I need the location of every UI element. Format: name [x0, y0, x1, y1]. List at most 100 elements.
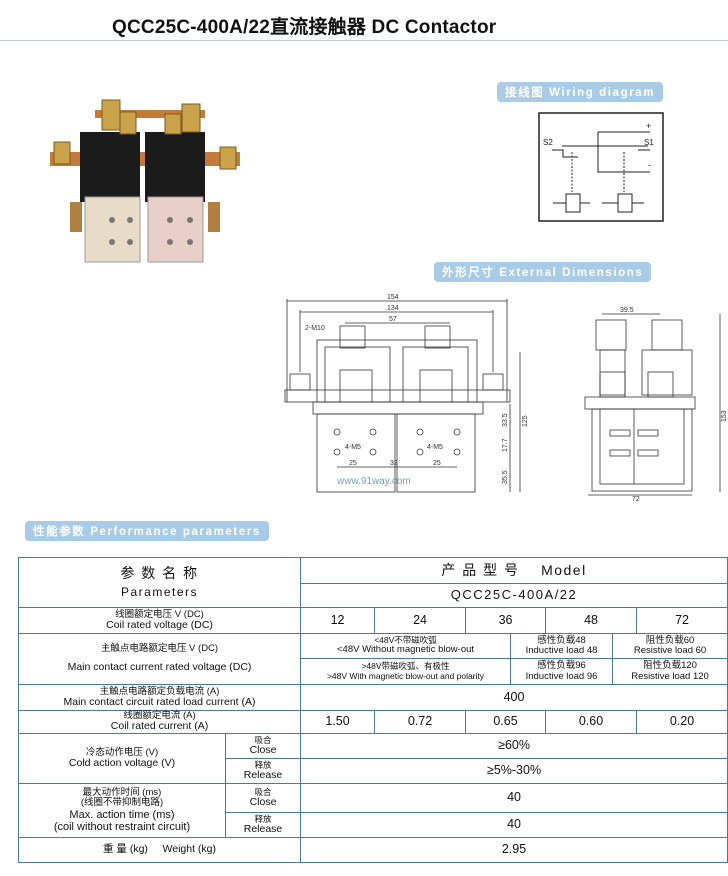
load-current-value: 400	[300, 684, 728, 711]
coil-current-label: 线圈额定电流 (A)Coil rated current (A)	[17, 710, 302, 734]
title-divider	[0, 40, 728, 41]
dim-39-5: 39.5	[620, 307, 634, 314]
table-row: 最大动作时间 (ms) (线圈不带抑制电路) Max. action time …	[18, 783, 728, 838]
load-current-en: Main contact circuit rated load current …	[63, 695, 256, 708]
table-row: 主触点电路额定电压 V (DC) Main contact current rat…	[17, 633, 728, 685]
table-row: 参 数 名 称 Parameters 产 品 型 号 Model	[17, 557, 728, 608]
action-close-value: 40	[300, 783, 728, 813]
plus-label: +	[646, 121, 651, 131]
weight-label: 重 量 (kg) Weight (kg)	[17, 837, 302, 863]
performance-table: 参 数 名 称 Parameters 产 品 型 号 Model QCC25C-…	[17, 557, 728, 863]
side-dimension-drawing: 39.5 153 72	[584, 307, 728, 502]
row2-b-cn: 感性负载96	[537, 660, 586, 672]
external-dimensions-heading: 外形尺寸 External Dimensions	[434, 262, 652, 282]
main-voltage-row2-a: >48V带磁吹弧、有极性>48V With magnetic blow-out …	[300, 658, 512, 685]
coil-current-24v: 0.72	[374, 710, 467, 734]
dim-17-7: 17.7	[502, 438, 509, 452]
parameters-header-cn: 参 数 名 称	[120, 565, 199, 582]
coil-current-72v: 0.20	[636, 710, 728, 734]
coil-voltage-cn: 线圈额定电压 V (DC)	[115, 608, 204, 620]
coil-voltage-label: 线圈额定电压 V (DC)Coil rated voltage (DC)	[17, 607, 302, 634]
action-close-en: Close	[249, 795, 277, 808]
cold-voltage-en: Cold action voltage (V)	[68, 756, 176, 769]
product-photo	[50, 99, 240, 263]
action-time-en2: (coil without restraint circuit)	[53, 820, 191, 833]
table-row: 线圈额定电压 V (DC)Coil rated voltage (DC) 12 …	[17, 607, 728, 634]
dim-25-left: 25	[349, 460, 357, 467]
s2-label: S2	[543, 138, 553, 147]
main-voltage-cn: 主触点电路额定电压 V (DC)	[100, 643, 219, 654]
action-close-cn: 吸合	[254, 786, 272, 797]
coil-voltage-72: 72	[636, 607, 728, 634]
row2-a-cn: >48V带磁吹弧、有极性	[361, 661, 450, 672]
wiring-diagram: S2 S1 + -	[538, 112, 664, 222]
coil-voltage-36: 36	[465, 607, 547, 634]
page-title: QCC25C-400A/22直流接触器 DC Contactor	[112, 17, 497, 38]
front-dimension-drawing: 154 134 57 2-M10 4-M5 4-M5 25 32 25 33.5…	[284, 294, 529, 493]
coil-voltage-24: 24	[374, 607, 467, 634]
cold-release-value: ≥5%-30%	[300, 758, 728, 784]
cold-close-cn: 吸合	[254, 734, 272, 745]
dim-57: 57	[389, 316, 397, 323]
action-time-cn2: (线圈不带抑制电路)	[80, 797, 164, 809]
coil-current-en: Coil rated current (A)	[110, 720, 209, 733]
weight-value: 2.95	[300, 837, 728, 863]
table-row: 主触点电路额定负载电流 (A)Main contact circuit rate…	[17, 684, 728, 711]
table-row: 重 量 (kg) Weight (kg) 2.95	[17, 837, 728, 863]
dim-35-5: 35.5	[502, 470, 509, 484]
thread-m10: 2-M10	[305, 325, 325, 332]
action-release-en: Release	[243, 822, 283, 835]
dim-33-5: 33.5	[502, 413, 509, 427]
row1-b-cn: 感性负载48	[537, 634, 586, 646]
watermark: www.91way.com	[336, 476, 411, 487]
action-time-cn1: 最大动作时间 (ms)	[82, 786, 162, 798]
coil-voltage-48: 48	[545, 607, 638, 634]
thread-m5-right: 4-M5	[427, 444, 443, 451]
cold-voltage-cn: 冷态动作电压 (V)	[85, 746, 159, 758]
wiring-diagram-heading: 接线图 Wiring diagram	[497, 82, 664, 102]
dim-134: 134	[387, 305, 399, 312]
action-release-cn: 释放	[254, 813, 272, 824]
model-header: 产 品 型 号 Model	[300, 557, 728, 584]
row1-c-en: Resistive load 60	[633, 645, 707, 656]
table-row: QCC25C-400A/22	[19, 583, 728, 608]
main-voltage-en: Main contact current rated voltage (DC)	[67, 661, 252, 674]
row1-b-en: Inductive load 48	[525, 645, 598, 656]
table-row: 线圈额定电流 (A)Coil rated current (A) 1.50 0.…	[17, 710, 728, 734]
row1-a-en: <48V Without magnetic blow-out	[337, 644, 475, 656]
main-voltage-row1-a: <48V不带磁吹弧<48V Without magnetic blow-out	[300, 633, 512, 659]
parameters-header-en: Parameters	[120, 584, 199, 599]
row2-c-en: Resistive load 120	[631, 670, 709, 682]
coil-current-48v: 0.60	[545, 710, 638, 734]
load-current-cn: 主触点电路额定负载电流 (A)	[99, 685, 220, 697]
coil-current-36v: 0.65	[465, 710, 547, 734]
row2-a-en: >48V With magnetic blow-out and polarity	[326, 670, 485, 681]
row2-c-cn: 阻性负载120	[643, 660, 697, 672]
cold-release-cn: 释放	[254, 759, 272, 770]
coil-voltage-12: 12	[300, 607, 376, 634]
action-release-value: 40	[300, 812, 728, 838]
dim-125: 125	[522, 415, 529, 427]
s1-label: S1	[644, 138, 654, 147]
minus-label: -	[648, 160, 651, 170]
dim-25-right: 25	[433, 460, 441, 467]
coil-current-12v: 1.50	[300, 710, 376, 734]
row2-b-en: Inductive load 96	[525, 670, 598, 682]
cold-close-value: ≥60%	[300, 733, 728, 759]
row1-c-cn: 阻性负载60	[645, 634, 695, 646]
dim-154: 154	[387, 294, 399, 301]
performance-parameters-heading: 性能参数 Performance parameters	[25, 521, 269, 541]
dim-72: 72	[632, 496, 640, 502]
thread-m5-left: 4-M5	[345, 444, 361, 451]
coil-current-cn: 线圈额定电流 (A)	[123, 710, 196, 721]
parameters-header: 参 数 名 称 Parameters	[17, 557, 302, 608]
coil-voltage-en: Coil rated voltage (DC)	[106, 618, 213, 631]
action-time-en1: Max. action time (ms)	[69, 808, 175, 821]
